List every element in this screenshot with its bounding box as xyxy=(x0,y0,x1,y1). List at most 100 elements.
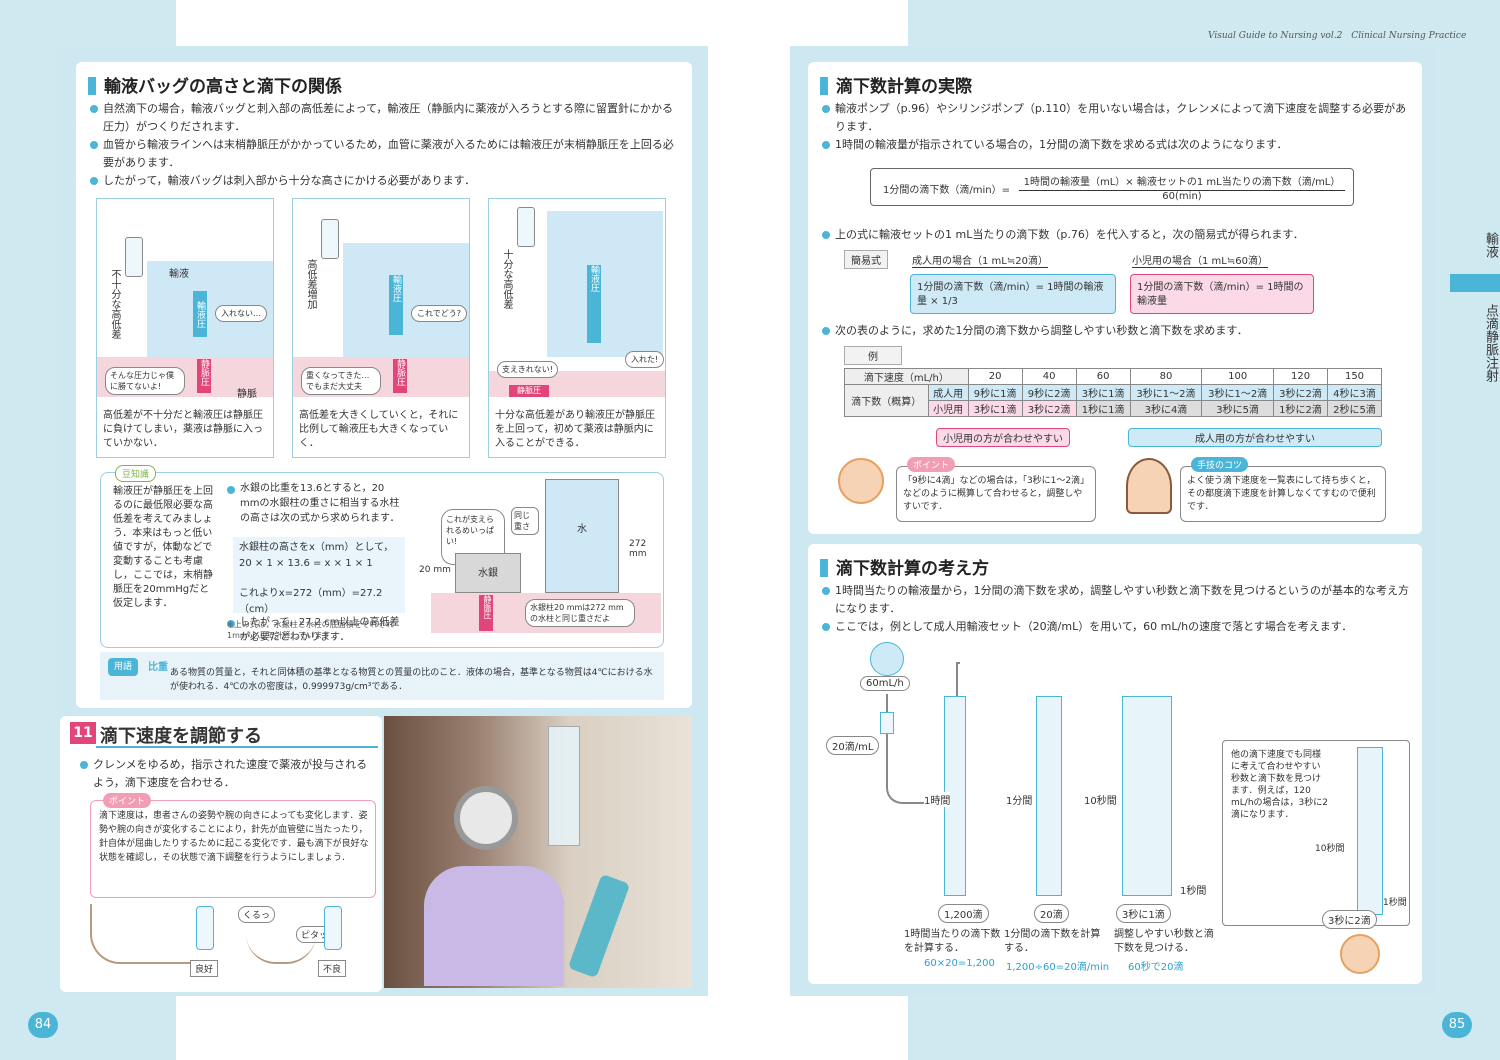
speech-bubble: 入れない… xyxy=(215,305,267,322)
fluid-area xyxy=(547,211,663,357)
bullet-list: 輸液ポンプ（p.96）やシリンジポンプ（p.110）を用いない場合は，クレンメに… xyxy=(822,100,1412,154)
fluid-area xyxy=(343,243,469,357)
one-second-label: 1秒間 xyxy=(1180,886,1207,897)
example-ten-second: 10秒間 xyxy=(1315,844,1345,854)
bullet: したがって，27.2 cm以上の高低差が必要だとわかります． xyxy=(227,615,405,645)
wristwatch-image xyxy=(454,786,518,850)
table-header: 60 xyxy=(1075,368,1131,385)
figure-panel-1: 不十分な高低差 輸液 輸液圧 入れない… そんな圧力じゃ僕に勝てないよ! 静脈圧… xyxy=(96,198,274,458)
bullet: 次の表のように，求めた1分間の滴下数から調整しやすい秒数と滴下数を求めます． xyxy=(822,322,1412,340)
point-box: ポイント 滴下速度は，患者さんの姿勢や腕の向きによっても変化します．姿勢や腕の向… xyxy=(90,793,376,898)
minute-label: 1分間 xyxy=(1006,796,1033,807)
adjusting-drip-photo xyxy=(384,716,692,988)
tube-line xyxy=(886,784,956,804)
pressure-arrow: 輸液圧 xyxy=(587,265,601,343)
calc-3: 60秒で20滴 xyxy=(1128,962,1184,973)
iv-bag-icon xyxy=(321,219,339,259)
table-cell: 9秒に1滴 xyxy=(967,384,1023,401)
vein-label: 静脈 xyxy=(237,389,257,400)
figure-panel-2: 高低差増加 輸液圧 これでどう? 重くなってきた…でもまだ大丈夫 静脈圧 高低差… xyxy=(292,198,470,458)
tube-line xyxy=(886,694,888,784)
iv-bag-icon xyxy=(870,642,904,676)
point-text: 滴下速度は，患者さんの姿勢や腕の向きによっても変化します．姿勢や腕の向きが変化す… xyxy=(99,811,369,863)
count-three-seconds: 3秒に1滴 xyxy=(1116,904,1171,923)
panel-caption: 高低差が不十分だと輸液圧は静脈圧に負けてしまい，薬液は静脈に入っていかない． xyxy=(103,410,263,449)
glossary-term: 比重 xyxy=(148,662,168,673)
bullet-list: クレンメをゆるめ，指示された速度で薬液が投与されるよう，滴下速度を合わせる． xyxy=(80,756,370,792)
section-title: 輸液バッグの高さと滴下の関係 xyxy=(88,72,342,97)
water-height: 272 mm xyxy=(629,539,647,559)
glossary-text: ある物質の質量と，それと同体積の基準となる物質との質量の比のこと．液体の場合，基… xyxy=(170,668,653,692)
trivia-note: ※上の式は，水銀柱と水柱の底面積をそれぞれ1mm²として計算しています． xyxy=(227,620,394,640)
table-cell: 4秒に3滴 xyxy=(1327,384,1382,401)
table-header: 20 xyxy=(967,368,1023,385)
drip-rate-table: 滴下速度（mL/h） 20 40 60 80 100 120 150 滴下数（概… xyxy=(844,368,1382,417)
table-cell: 成人用 xyxy=(927,384,969,401)
table-cell: 小児用 xyxy=(927,400,969,417)
formula-box: 水銀柱の高さをx（mm）として， 20 × 1 × 13.6 = x × 1 ×… xyxy=(233,537,405,615)
example-column xyxy=(1357,747,1383,915)
tube-line xyxy=(956,662,960,664)
formula-left: 1分間の滴下数（滴/min）= xyxy=(883,185,1010,196)
gloved-hand-image xyxy=(424,866,564,986)
section-tab: 点滴静脈注射 xyxy=(1450,300,1500,410)
turn-label: くるっ xyxy=(238,906,275,923)
panel-caption: 十分な高低差があり輸液圧が静脈圧を上回って，初めて薬液は静脈内に入ることができる… xyxy=(495,410,655,449)
count-minute: 20滴 xyxy=(1034,904,1069,923)
table-header: 滴下速度（mL/h） xyxy=(844,368,969,385)
speech-bubble: 水銀柱20 mmは272 mmの水柱と同じ重さだよ xyxy=(525,599,635,627)
section-drip-calc-concept: 滴下数計算の考え方 1時間当たりの輸液量から，1分間の滴下数を求め，調整しやすい… xyxy=(808,544,1422,984)
count-hour: 1,200滴 xyxy=(938,904,989,923)
section-tab-label: 点滴静脈注射 xyxy=(1483,304,1498,382)
table-cell: 滴下数（概算） xyxy=(844,384,929,417)
bullet-list: 次の表のように，求めた1分間の滴下数から調整しやすい秒数と滴下数を求めます． xyxy=(822,322,1412,340)
good-label: 良好 xyxy=(190,960,219,977)
step-2: 1分間の滴下数を計算する． xyxy=(1004,929,1101,954)
chapter-tab: 輸液 xyxy=(1450,226,1500,274)
tips-box: 手技のコツ よく使う滴下速度を一覧表にして持ち歩くと，その都度滴下速度を計算しな… xyxy=(1180,457,1386,522)
table-header: 80 xyxy=(1129,368,1203,385)
table-cell: 1秒に2滴 xyxy=(1273,400,1328,417)
section-title: 滴下速度を調節する xyxy=(100,726,262,747)
example-text: 他の滴下速度でも同様に考えて合わせやすい秒数と滴下数を見つけます．例えば，120… xyxy=(1231,750,1328,820)
example-count: 3秒に2滴 xyxy=(1322,910,1377,929)
point-text: 「9秒に4滴」などの場合は，「3秒に1〜2滴」などのように概算して合わせると，調… xyxy=(903,476,1090,512)
trivia-label: 豆知識 xyxy=(115,465,157,482)
table-cell: 3秒に1滴 xyxy=(1075,384,1131,401)
bullet: クレンメをゆるめ，指示された速度で薬液が投与されるよう，滴下速度を合わせる． xyxy=(80,756,370,792)
drip-chamber-image xyxy=(548,726,580,846)
section-title: 滴下数計算の実際 xyxy=(820,72,972,97)
table-cell: 3秒に2滴 xyxy=(1021,400,1077,417)
vein-pressure-arrow: 静脈圧 xyxy=(393,359,407,393)
glossary-box: 用語 比重 ある物質の質量と，それと同体積の基準となる物質との質量の比のこと．液… xyxy=(100,652,664,700)
calc-2: 1,200÷60=20滴/min xyxy=(1006,962,1110,973)
vein-pressure-arrow: 静脈圧 xyxy=(509,385,549,397)
vein-bubble: そんな圧力じゃ僕に勝てないよ! xyxy=(105,367,185,395)
nurse-avatar xyxy=(1126,458,1172,514)
adult-note: 成人用の方が合わせやすい xyxy=(1128,428,1382,447)
section-drip-calc-practice: 滴下数計算の実際 輸液ポンプ（p.96）やシリンジポンプ（p.110）を用いない… xyxy=(808,62,1422,534)
drip-formula: 1分間の滴下数（滴/min）= 1時間の輸液量（mL）× 輸液セットの1 mL当… xyxy=(870,168,1354,206)
drip-chamber-icon xyxy=(196,906,214,950)
nurse-avatar xyxy=(838,458,884,504)
adult-formula: 1分間の滴下数（滴/min）= 1時間の輸液量 × 1/3 xyxy=(910,274,1116,314)
formula-numerator: 1時間の輸液量（mL）× 輸液セットの1 mL当たりの滴下数（滴/mL） xyxy=(1019,173,1345,191)
table-cell: 3秒に2滴 xyxy=(1273,384,1328,401)
formula-line: 20 × 1 × 13.6 = x × 1 × 1 xyxy=(239,558,373,569)
child-formula: 1分間の滴下数（滴/min）= 1時間の輸液量 xyxy=(1130,274,1314,314)
table-row: 小児用 3秒に1滴 3秒に2滴 1秒に1滴 3秒に4滴 3秒に5滴 1秒に2滴 … xyxy=(845,400,1382,417)
table-cell: 3秒に1〜2滴 xyxy=(1201,384,1275,401)
section-title: 滴下数計算の考え方 xyxy=(820,554,989,579)
adult-heading: 成人用の場合（1 mL≒20滴） xyxy=(912,252,1048,268)
pressure-arrow: 輸液圧 xyxy=(389,275,403,335)
mercury-height: 20 mm xyxy=(419,565,451,575)
trivia-bullets: したがって，27.2 cm以上の高低差が必要だとわかります． xyxy=(227,615,405,645)
child-heading: 小児用の場合（1 mL≒60滴） xyxy=(1132,252,1268,268)
drip-chamber-icon xyxy=(324,906,342,950)
table-cell: 3秒に1〜2滴 xyxy=(1129,384,1203,401)
bullet: 自然滴下の場合，輸液バッグと刺入部の高低差によって，輸液圧（静脈内に薬液が入ろう… xyxy=(90,100,682,136)
page-number: 84 xyxy=(28,1012,58,1038)
table-cell: 9秒に2滴 xyxy=(1021,384,1077,401)
speech-bubble: これでどう? xyxy=(411,305,468,322)
trivia-box: 豆知識 輸液圧が静脈圧を上回るのに最低限必要な高低差を考えてみましょう．本来はも… xyxy=(100,465,664,648)
